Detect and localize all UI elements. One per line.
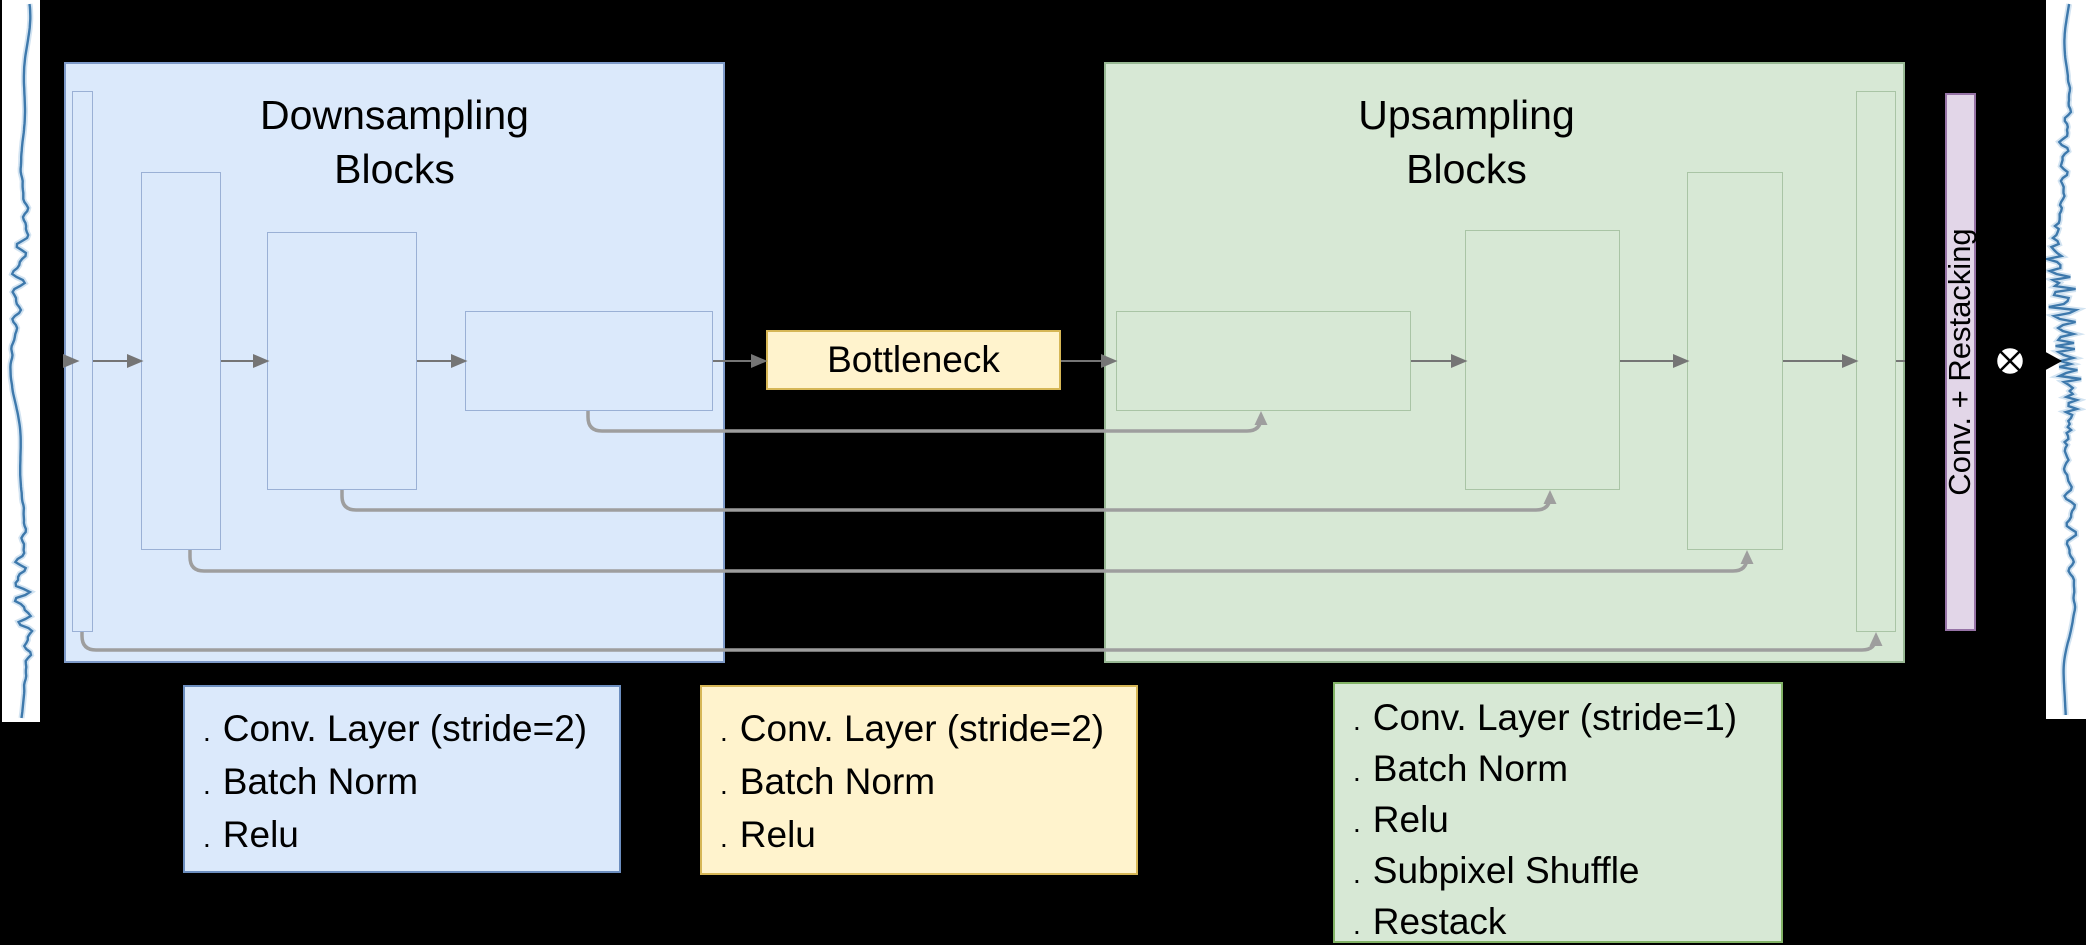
bullet-dot: . [720,822,728,853]
legend-item: . Relu [718,810,1128,863]
bullet-dot: . [203,822,211,853]
legend-upsampling: . Conv. Layer (stride=1) . Batch Norm . Rel… [1333,682,1783,943]
legend-item-label: Relu [739,814,816,855]
downsampling-title: Downsampling Blocks [64,88,725,196]
bottleneck-box: Bottleneck [766,330,1061,390]
legend-item: . Batch Norm [201,757,611,810]
legend-item-label: Subpixel Shuffle [1372,850,1640,891]
legend-downsampling: . Conv. Layer (stride=2) . Batch Norm . Rel… [183,685,621,873]
legend-item: . Conv. Layer (stride=2) [718,704,1128,757]
legend-item-label: Relu [1372,799,1449,840]
waveform-icon [7,3,37,719]
up-block-4 [1856,91,1896,632]
bullet-dot: . [203,769,211,800]
bullet-dot: . [720,716,728,747]
legend-item: . Conv. Layer (stride=1) [1351,694,1773,745]
conv-restacking-label: Conv. + Restacking [1942,228,1977,496]
down-block-2 [141,172,221,550]
conv-restacking-box [1945,93,1976,631]
legend-item-label: Restack [1372,901,1507,942]
bullet-dot: . [1353,705,1361,736]
legend-item: . Batch Norm [1351,745,1773,796]
bullet-dot: . [203,716,211,747]
legend-item: . Subpixel Shuffle [1351,847,1773,898]
up-block-2 [1465,230,1620,490]
input-waveform-image [2,0,40,722]
legend-item: . Batch Norm [718,757,1128,810]
up-block-3 [1687,172,1783,550]
bullet-dot: . [1353,858,1361,889]
downsampling-title-line2: Blocks [334,146,455,192]
legend-item-label: Relu [222,814,299,855]
legend-item: . Relu [201,810,611,863]
legend-item-label: Conv. Layer (stride=2) [739,708,1105,749]
legend-item-label: Batch Norm [1372,748,1569,789]
upsampling-title: Upsampling Blocks [1104,88,1829,196]
legend-item-label: Conv. Layer (stride=2) [222,708,588,749]
bullet-dot: . [1353,756,1361,787]
legend-item: . Conv. Layer (stride=2) [201,704,611,757]
legend-item: . Relu [1351,796,1773,847]
down-block-3 [267,232,417,490]
downsampling-title-line1: Downsampling [260,92,529,138]
legend-item-label: Batch Norm [222,761,419,802]
legend-item-label: Conv. Layer (stride=1) [1372,697,1738,738]
bullet-dot: . [1353,807,1361,838]
upsampling-title-line2: Blocks [1406,146,1527,192]
bullet-dot: . [1353,909,1361,940]
bottleneck-label: Bottleneck [827,339,1000,380]
output-waveform-image [2046,0,2086,719]
bullet-dot: . [720,769,728,800]
up-block-1 [1116,311,1411,411]
legend-bottleneck: . Conv. Layer (stride=2) . Batch Norm . Rel… [700,685,1138,875]
legend-item: . Restack [1351,898,1773,945]
down-block-4 [465,311,713,411]
waveform-icon [2046,3,2086,716]
circled-times-icon [1994,345,2026,377]
upsampling-title-line1: Upsampling [1358,92,1575,138]
legend-item-label: Batch Norm [739,761,936,802]
